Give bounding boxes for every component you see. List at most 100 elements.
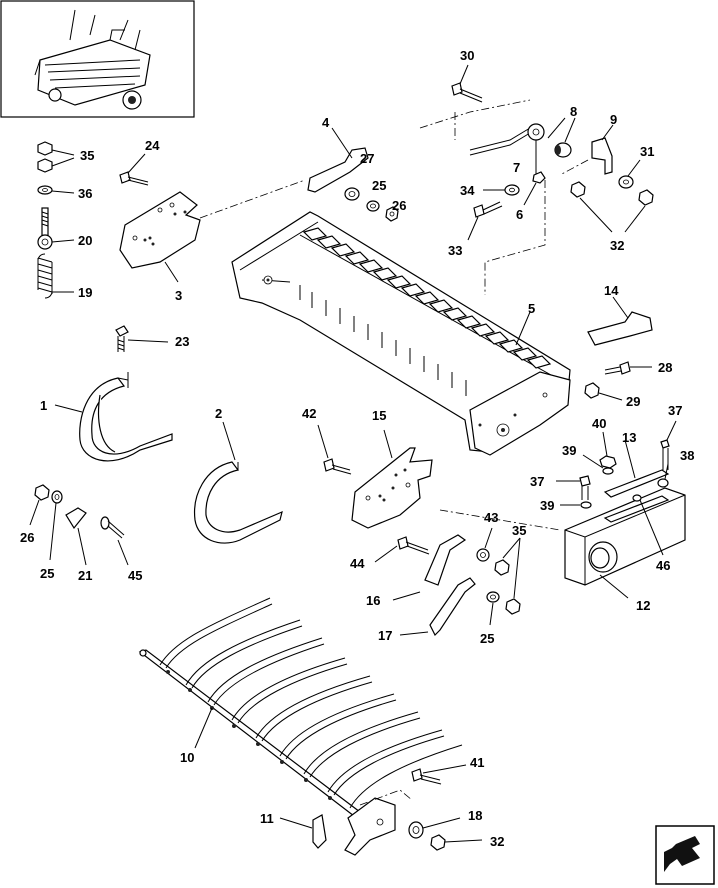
- part-46-bar: [603, 494, 670, 556]
- label-25-left: 25: [40, 566, 54, 581]
- nut-26-top: [385, 206, 399, 222]
- plate-21: [65, 507, 87, 566]
- label-6: 6: [516, 207, 523, 222]
- label-7: 7: [513, 160, 520, 175]
- label-35-top: 35: [80, 148, 94, 163]
- spring-19: [37, 253, 74, 299]
- part-4: [307, 127, 369, 193]
- label-43: 43: [484, 510, 498, 525]
- label-29: 29: [626, 394, 640, 409]
- label-37-left: 37: [530, 474, 544, 489]
- part-17-bracket: [399, 577, 476, 637]
- label-40: 40: [592, 416, 606, 431]
- label-46: 46: [656, 558, 670, 573]
- label-10: 10: [180, 750, 194, 765]
- washer-39-lower: [560, 501, 592, 509]
- bolt-45: [100, 516, 129, 566]
- label-26-left: 26: [20, 530, 34, 545]
- label-45: 45: [128, 568, 142, 583]
- part-shaft-end-bracket: [344, 789, 413, 856]
- part-10-tine-shaft: [138, 597, 463, 817]
- label-21: 21: [78, 568, 92, 583]
- part-12-cover: [564, 487, 686, 599]
- label-31: 31: [640, 144, 654, 159]
- part-15-plate: [351, 429, 433, 529]
- label-1: 1: [40, 398, 47, 413]
- label-32-bottom: 32: [490, 834, 504, 849]
- part-3-plate: [119, 191, 201, 283]
- bolt-37-right: [660, 420, 677, 470]
- label-20: 20: [78, 233, 92, 248]
- label-37-right: 37: [668, 403, 682, 418]
- block-11: [279, 814, 327, 849]
- nut-32-right: [638, 189, 654, 206]
- wingnut-40: [599, 431, 617, 469]
- label-30: 30: [460, 48, 474, 63]
- label-9: 9: [610, 112, 617, 127]
- label-39-upper: 39: [562, 443, 576, 458]
- label-33: 33: [448, 243, 462, 258]
- label-41: 41: [470, 755, 484, 770]
- label-3: 3: [175, 288, 182, 303]
- washer-25-left: [49, 490, 63, 561]
- label-44: 44: [350, 556, 365, 571]
- label-39-lower: 39: [540, 498, 554, 513]
- label-26-top: 26: [392, 198, 406, 213]
- label-12: 12: [636, 598, 650, 613]
- label-19: 19: [78, 285, 92, 300]
- part-14: [587, 296, 653, 346]
- label-8: 8: [570, 104, 577, 119]
- label-16: 16: [366, 593, 380, 608]
- label-11: 11: [260, 811, 274, 826]
- part-13-bar: [603, 439, 670, 498]
- label-14: 14: [604, 283, 619, 298]
- nut-32-bottom: [430, 834, 483, 851]
- washer-38: [657, 463, 669, 488]
- nut-35-upper: [37, 141, 53, 156]
- label-2: 2: [215, 406, 222, 421]
- bolt-44: [374, 536, 430, 563]
- washer-36: [37, 185, 75, 195]
- spacer-18: [408, 817, 461, 839]
- washer-43: [476, 527, 493, 562]
- bracket-9: [591, 124, 614, 175]
- washer-39-upper: [582, 454, 614, 475]
- label-34: 34: [460, 183, 475, 198]
- bolt-28: [604, 361, 652, 375]
- label-25-right: 25: [480, 631, 494, 646]
- label-28: 28: [658, 360, 672, 375]
- bolt-37-left: [556, 475, 591, 500]
- label-23: 23: [175, 334, 189, 349]
- nut-35-lower-right: [505, 598, 521, 615]
- bolt-24: [119, 153, 149, 186]
- bolt-33: [467, 201, 503, 241]
- label-38: 38: [680, 448, 694, 463]
- label-42: 42: [302, 406, 316, 421]
- nut-32-left: [570, 181, 586, 198]
- nut-26-left: [29, 484, 50, 526]
- eyebolt-20: [37, 207, 75, 250]
- label-32-top: 32: [610, 238, 624, 253]
- machine-overview-thumbnail: [0, 0, 195, 118]
- label-18: 18: [468, 808, 482, 823]
- label-25-top: 25: [372, 178, 386, 193]
- washer-31: [618, 159, 641, 189]
- washer-25-right: [486, 591, 500, 626]
- part-16-bracket: [392, 534, 467, 601]
- label-35-right: 35: [512, 523, 526, 538]
- washer-27: [344, 187, 360, 201]
- part-2-tine-bracket: [193, 421, 283, 544]
- chain-assembly: [419, 99, 566, 175]
- label-5: 5: [528, 301, 535, 316]
- label-24: 24: [145, 138, 160, 153]
- label-36: 36: [78, 186, 92, 201]
- nut-35-lower: [37, 158, 53, 173]
- bolt-41: [411, 764, 467, 785]
- nut-35-middle: [494, 559, 510, 576]
- next-page-arrow-icon[interactable]: [655, 825, 715, 885]
- bolt-30: [451, 64, 483, 103]
- part-5-frame: [231, 211, 571, 456]
- label-15: 15: [372, 408, 386, 423]
- label-27: 27: [360, 151, 374, 166]
